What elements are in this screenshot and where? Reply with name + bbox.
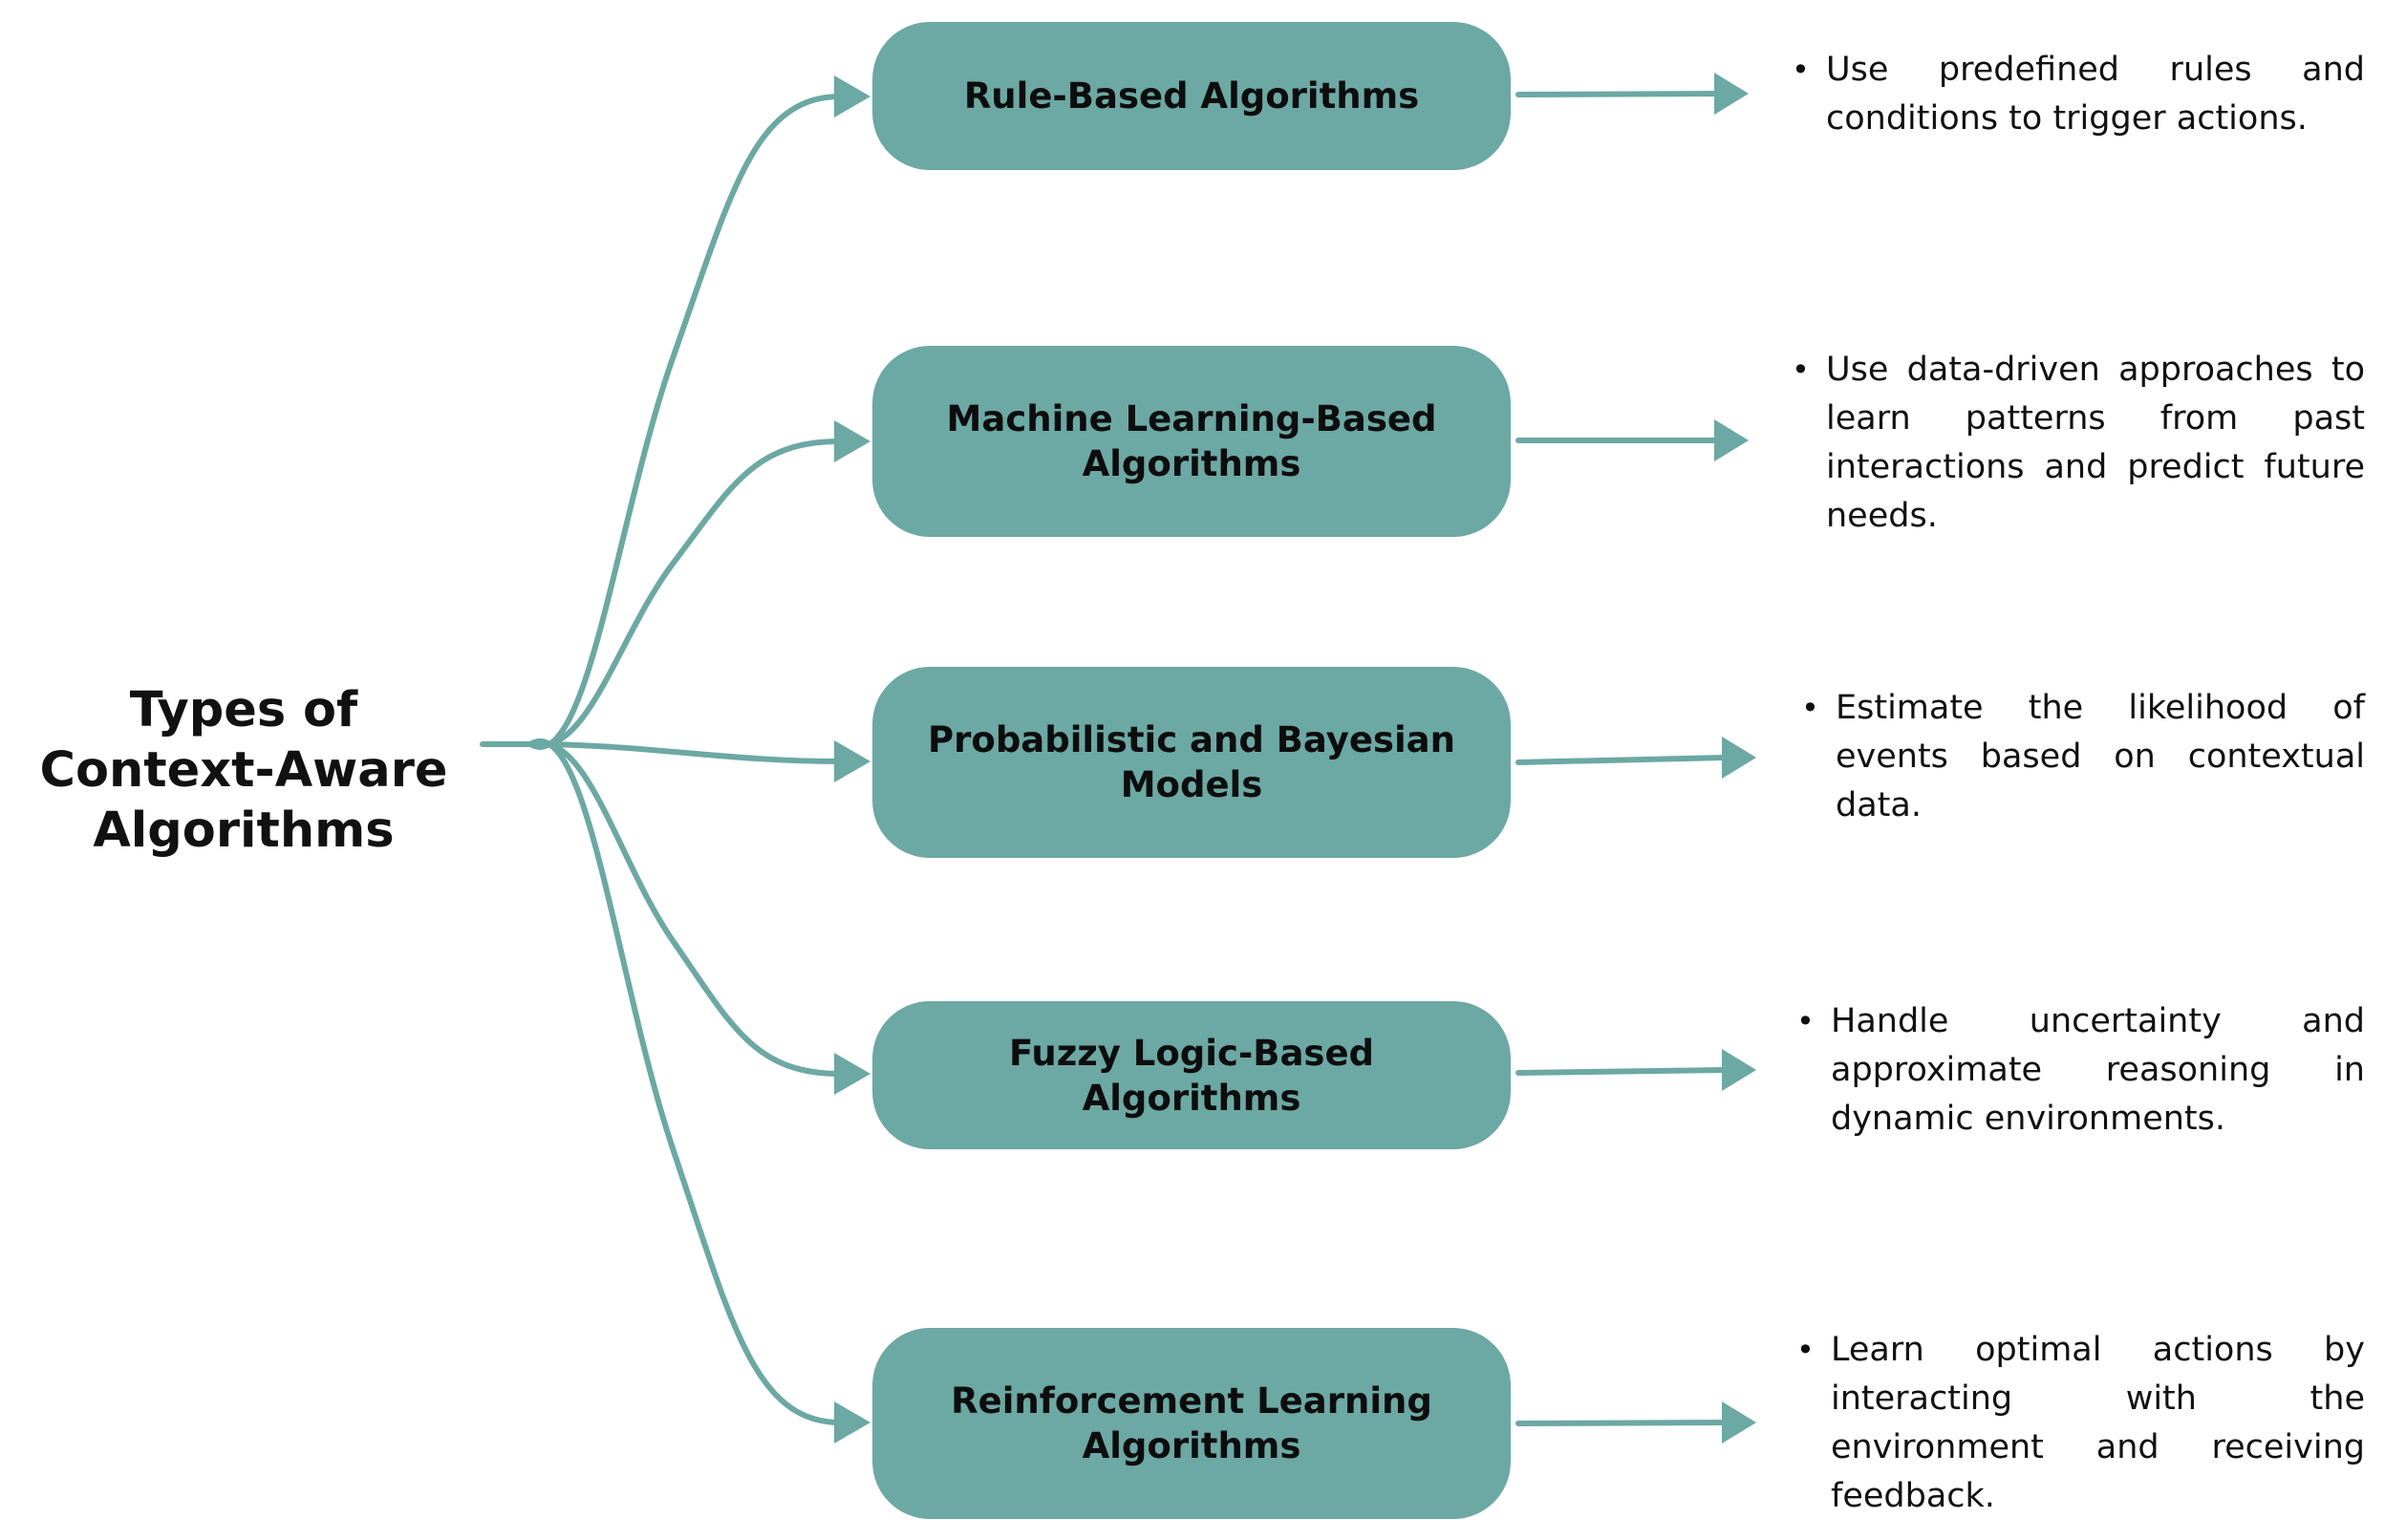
description-fuzzy-logic: • Handle uncertainty and approximate rea… xyxy=(1796,997,2365,1144)
arrowhead-right-probabilistic-bayesian-icon xyxy=(1722,737,1756,779)
connector-curve-rule-based xyxy=(527,94,843,750)
arrowhead-left-machine-learning-icon xyxy=(834,420,870,462)
bullet-icon: • xyxy=(1796,1332,1815,1368)
arrowhead-right-machine-learning-icon xyxy=(1714,419,1749,461)
description-reinforcement-learning: • Learn optimal actions by interacting w… xyxy=(1796,1326,2365,1521)
bullet-icon: • xyxy=(1796,1003,1815,1039)
bullet-icon: • xyxy=(1792,52,1810,88)
arrowhead-left-fuzzy-logic-icon xyxy=(834,1053,870,1095)
connector-curve-machine-learning xyxy=(527,438,843,749)
connector-right-reinforcement-learning xyxy=(1515,1420,1729,1426)
description-text: Estimate the likelihood of events based … xyxy=(1836,689,2365,824)
arrowhead-right-rule-based-icon xyxy=(1714,73,1749,115)
node-probabilistic-bayesian: Probabilistic and Bayesian Models xyxy=(872,667,1511,858)
node-reinforcement-learning: Reinforcement Learning Algorithms xyxy=(872,1328,1511,1519)
description-machine-learning: • Use data-driven approaches to learn pa… xyxy=(1792,346,2365,541)
bullet-icon: • xyxy=(1801,690,1819,726)
arrowhead-left-probabilistic-bayesian-icon xyxy=(834,740,870,782)
description-text: Use data-driven approaches to learn patt… xyxy=(1826,351,2365,535)
bullet-icon: • xyxy=(1792,352,1810,388)
description-text: Handle uncertainty and approximate reaso… xyxy=(1831,1002,2365,1138)
connector-curve-reinforcement-learning xyxy=(527,738,843,1425)
node-machine-learning: Machine Learning-Based Algorithms xyxy=(872,346,1511,537)
connector-curve-fuzzy-logic xyxy=(527,739,843,1077)
connector-curve-probabilistic-bayesian xyxy=(527,741,843,764)
root-title: Types of Context-Aware Algorithms xyxy=(39,682,448,859)
arrowhead-right-reinforcement-learning-icon xyxy=(1722,1401,1756,1444)
connector-right-probabilistic-bayesian xyxy=(1515,755,1729,765)
description-rule-based: • Use predefined rules and conditions to… xyxy=(1792,46,2365,143)
description-probabilistic-bayesian: • Estimate the likelihood of events base… xyxy=(1801,684,2365,830)
node-fuzzy-logic: Fuzzy Logic-Based Algorithms xyxy=(872,1001,1511,1149)
arrowhead-right-fuzzy-logic-icon xyxy=(1722,1049,1756,1091)
connector-right-fuzzy-logic xyxy=(1515,1067,1729,1076)
node-rule-based: Rule-Based Algorithms xyxy=(872,22,1511,170)
description-text: Learn optimal actions by interacting wit… xyxy=(1831,1331,2365,1515)
arrowhead-left-reinforcement-learning-icon xyxy=(834,1401,870,1444)
arrowhead-left-rule-based-icon xyxy=(834,75,870,118)
connector-right-rule-based xyxy=(1515,91,1721,97)
description-text: Use predefined rules and conditions to t… xyxy=(1826,51,2365,138)
